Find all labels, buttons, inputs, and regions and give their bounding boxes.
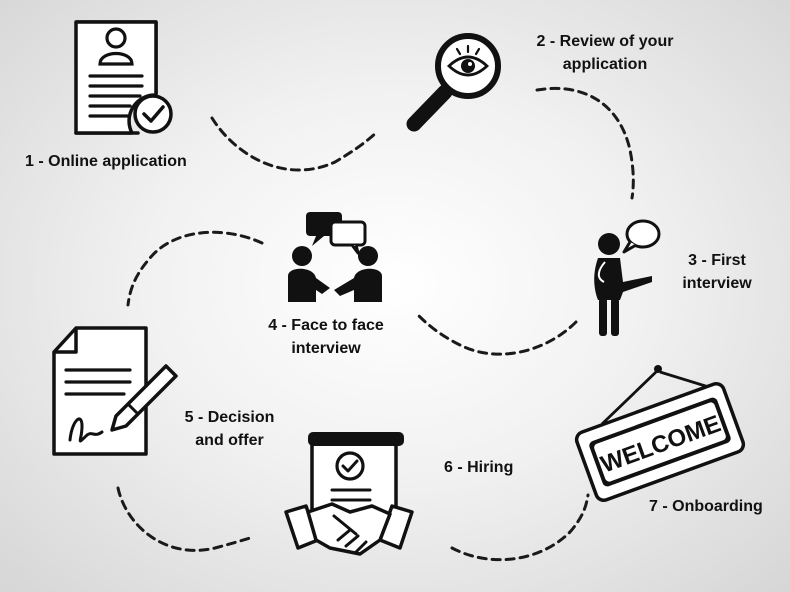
step-7-label-line-1: 7 - Onboarding (649, 498, 763, 515)
connector-paths (116, 87, 635, 562)
connector-3-4 (416, 313, 578, 356)
step-7-label: 7 - Onboarding (649, 495, 763, 518)
step-3-label: 3 - First interview (672, 249, 762, 295)
handshake-contract-icon (284, 432, 414, 556)
step-2-label: 2 - Review of your application (530, 30, 680, 76)
welcome-sign-icon: WELCOME (574, 365, 746, 503)
step-6-label-line-1: 6 - Hiring (444, 459, 514, 476)
step-5-label: 5 - Decision and offer (172, 406, 287, 452)
step-5-label-line-1: 5 - Decision (184, 409, 275, 426)
step-3-label-line-2: interview (682, 275, 752, 292)
step-1-label: 1 - Online application (25, 150, 187, 173)
two-people-conversation-icon (288, 212, 382, 302)
connector-6-7 (450, 493, 590, 562)
step-4-label-line-1: 4 - Face to face (268, 317, 384, 334)
step-6-label: 6 - Hiring (444, 456, 513, 479)
person-speaking-icon (594, 219, 661, 336)
step-5-label-line-2: and offer (195, 432, 264, 449)
resume-check-icon (74, 20, 173, 135)
step-2-label-line-1: 2 - Review of your (536, 33, 674, 50)
step-1-label-line-1: 1 - Online application (25, 153, 187, 170)
step-4-label: 4 - Face to face interview (256, 314, 396, 360)
step-3-label-line-1: 3 - First (688, 252, 746, 269)
signed-document-icon (52, 326, 178, 456)
magnifier-eye-icon (406, 33, 501, 132)
step-2-label-line-2: application (562, 56, 648, 73)
connector-5-6 (116, 486, 252, 552)
connector-2-3 (535, 87, 635, 200)
connector-1-2 (210, 116, 379, 172)
step-4-label-line-2: interview (291, 340, 361, 357)
connector-4-5 (126, 230, 264, 307)
